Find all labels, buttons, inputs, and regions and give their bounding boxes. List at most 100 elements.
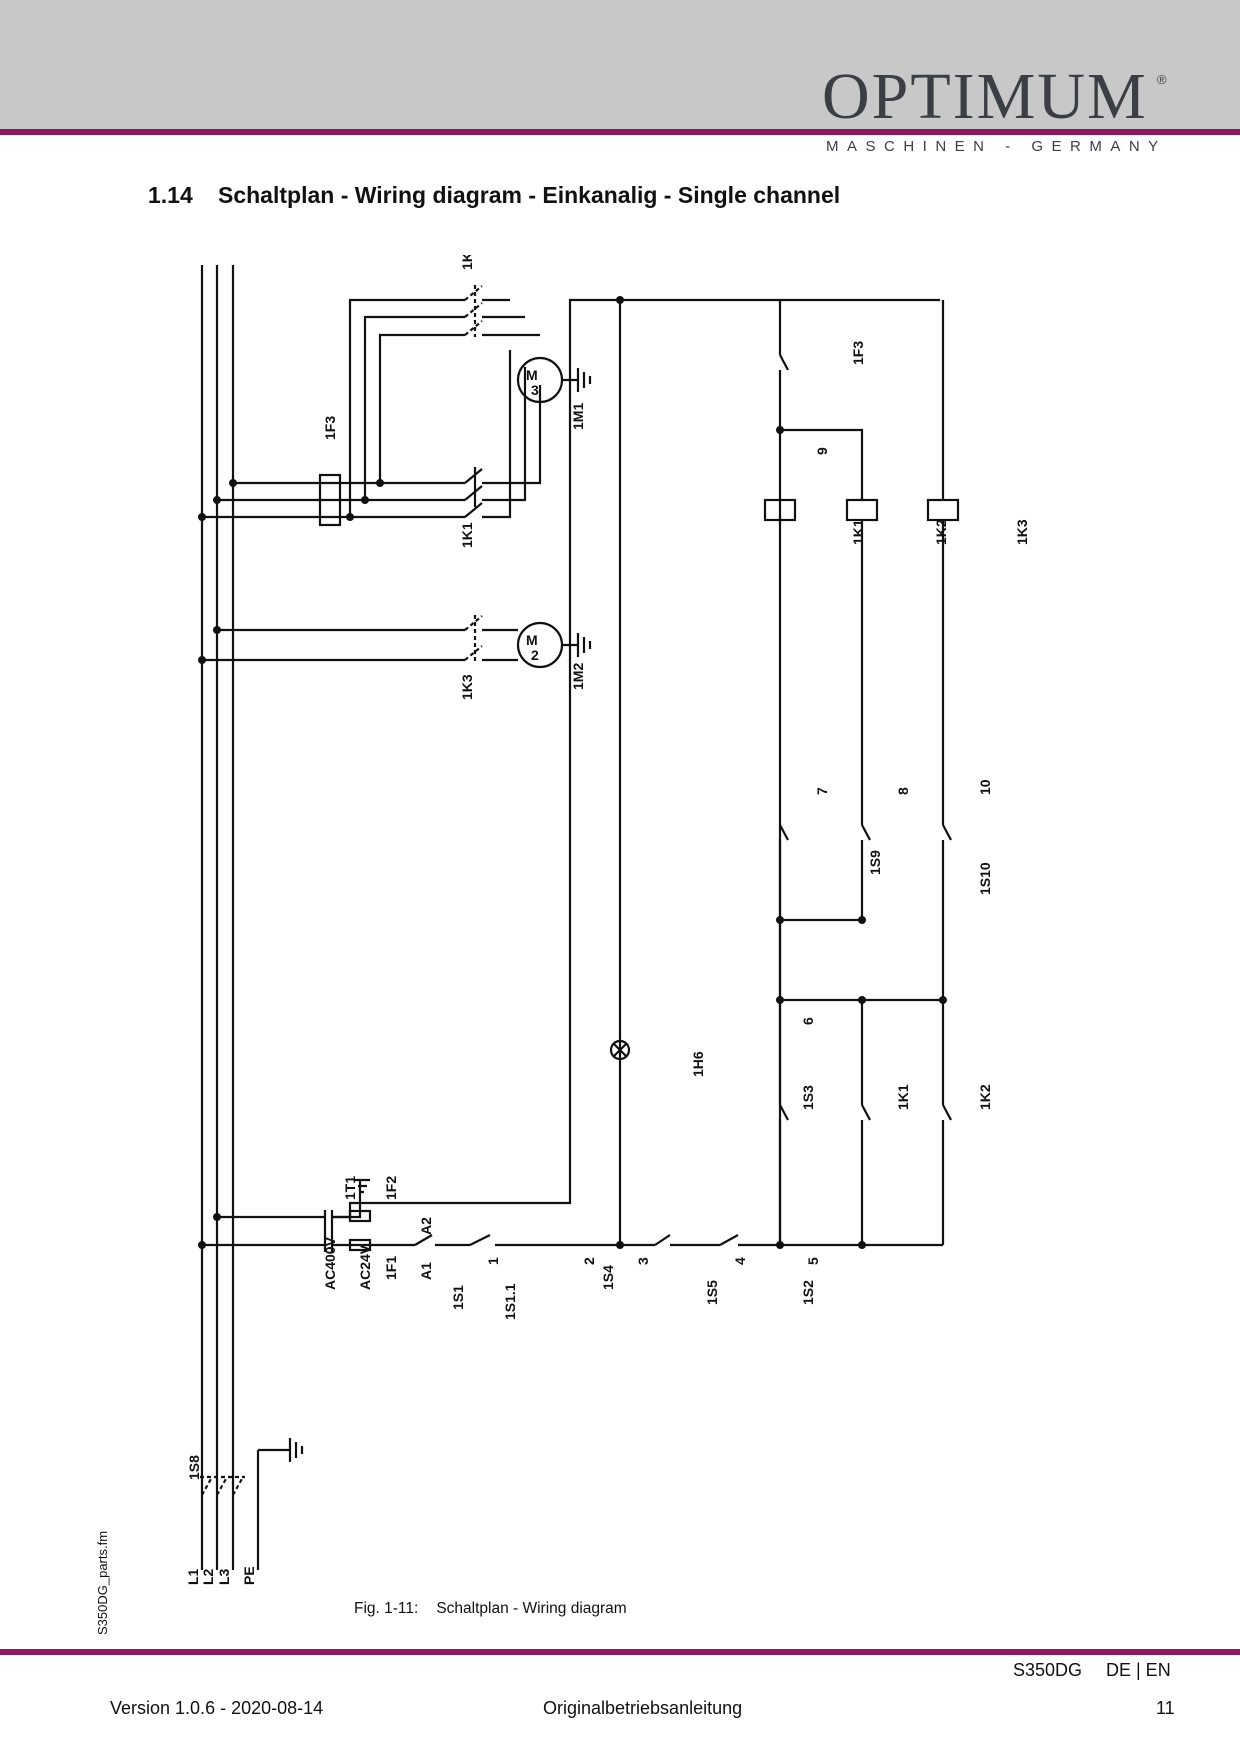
k2-out bbox=[482, 298, 540, 337]
footer-accent-rule bbox=[0, 1649, 1240, 1655]
label-motor-m2: M bbox=[526, 632, 538, 648]
wiring-diagram: 1K2 1F3 1K1 1M1 M 3 1K3 1M2 M 2 1F3 9 1K… bbox=[150, 244, 1080, 1605]
label-wire-8: 8 bbox=[895, 787, 911, 795]
label-1m1: 1M1 bbox=[570, 403, 586, 430]
lamp-1h6 bbox=[609, 1039, 631, 1061]
contact-1f3-ctrl bbox=[779, 354, 789, 371]
control-return bbox=[332, 298, 940, 1219]
label-wire-10: 10 bbox=[977, 779, 993, 795]
supply-lines bbox=[200, 265, 235, 1570]
label-m2-phases: 2 bbox=[531, 647, 539, 663]
transformer-ground bbox=[332, 1178, 370, 1219]
label-a1: A1 bbox=[418, 1262, 434, 1280]
brand-logo: OPTIMUM bbox=[822, 60, 1148, 133]
label-1f3-ctrl: 1F3 bbox=[850, 341, 866, 365]
label-node-4: 4 bbox=[732, 1257, 748, 1265]
label-1f1: 1F1 bbox=[383, 1256, 399, 1280]
label-coil-1k2: 1K2 bbox=[933, 519, 949, 545]
label-coil-1k3: 1K3 bbox=[1014, 519, 1030, 545]
figure-label: Fig. 1-11: bbox=[354, 1600, 419, 1617]
side-filename: S350DG_parts.fm bbox=[95, 1530, 110, 1635]
wiring-diagram-svg: 1K2 1F3 1K1 1M1 M 3 1K3 1M2 M 2 1F3 9 1K… bbox=[185, 244, 1030, 1585]
brand-tagline: MASCHINEN - GERMANY bbox=[826, 138, 1167, 155]
coil-rails bbox=[860, 520, 945, 825]
contactor-1k3 bbox=[464, 615, 483, 662]
label-1s9: 1S9 bbox=[867, 850, 883, 875]
label-coil-1k1: 1K1 bbox=[850, 519, 866, 545]
reversing-lines bbox=[348, 298, 465, 517]
label-ac24v: AC24V bbox=[357, 1244, 373, 1290]
label-wire-6: 6 bbox=[800, 1017, 816, 1025]
coil-links bbox=[780, 300, 945, 500]
overload-1f3 bbox=[318, 473, 342, 527]
section-number: 1.14 bbox=[148, 182, 193, 208]
coil-1k2 bbox=[845, 498, 879, 522]
label-aux-1k2: 1K2 bbox=[977, 1084, 993, 1110]
label-1s5: 1S5 bbox=[704, 1280, 720, 1305]
label-1k2: 1K2 bbox=[459, 255, 475, 270]
section-heading: 1.14 Schaltplan - Wiring diagram - Einkan… bbox=[148, 182, 840, 209]
hold-contacts bbox=[779, 1104, 952, 1121]
label-1s8: 1S8 bbox=[186, 1455, 202, 1480]
label-l3: L3 bbox=[216, 1568, 232, 1585]
pe-ground bbox=[258, 1438, 304, 1462]
m1-ground bbox=[562, 368, 592, 392]
label-node-1: 1 bbox=[485, 1257, 501, 1265]
footer-page-number: 11 bbox=[1156, 1698, 1175, 1718]
hold-rails bbox=[778, 1000, 945, 1245]
contactor-1k1 bbox=[464, 467, 483, 518]
label-1h6: 1H6 bbox=[690, 1051, 706, 1077]
label-node-5: 5 bbox=[805, 1257, 821, 1265]
transformer-feed bbox=[202, 1215, 325, 1247]
label-wire-7: 7 bbox=[814, 787, 830, 795]
contactor-1k2 bbox=[464, 285, 483, 337]
footer-model: S350DG bbox=[1013, 1660, 1083, 1680]
lamp-cross bbox=[612, 1042, 628, 1058]
m2-lines bbox=[482, 628, 518, 662]
label-node-2: 2 bbox=[581, 1257, 597, 1265]
label-1s10: 1S10 bbox=[977, 862, 993, 895]
m2-feed-lines bbox=[202, 628, 465, 662]
footer-document: Originalbetriebsanleitung bbox=[543, 1698, 743, 1718]
label-m1-phases: 3 bbox=[531, 382, 539, 398]
label-l1: L1 bbox=[185, 1568, 201, 1585]
label-1k3: 1K3 bbox=[459, 674, 475, 700]
label-1s1-1: 1S1.1 bbox=[502, 1283, 518, 1320]
label-ac400v: AC400V bbox=[322, 1236, 338, 1290]
label-node-3: 3 bbox=[635, 1257, 651, 1265]
section-title: Schaltplan - Wiring diagram - Einkanalig… bbox=[218, 182, 841, 208]
label-pe: PE bbox=[241, 1566, 257, 1585]
label-wire-9: 9 bbox=[814, 447, 830, 455]
motor-1m2 bbox=[516, 621, 564, 669]
label-1m2: 1M2 bbox=[570, 663, 586, 690]
label-1k1: 1K1 bbox=[459, 522, 475, 548]
footer-version: Version 1.0.6 - 2020-08-14 bbox=[110, 1698, 324, 1718]
footer-languages: DE | EN bbox=[1106, 1660, 1171, 1680]
fuse-1f2 bbox=[348, 1209, 372, 1223]
label-1f3-overload: 1F3 bbox=[322, 416, 338, 440]
main-switch-1s8 bbox=[200, 1475, 245, 1496]
m1-feed-lines bbox=[202, 481, 465, 519]
label-1s1: 1S1 bbox=[450, 1285, 466, 1310]
label-1f2: 1F2 bbox=[383, 1176, 399, 1200]
registered-mark: ® bbox=[1157, 72, 1167, 87]
m2-ground bbox=[562, 633, 592, 657]
figure-text: Schaltplan - Wiring diagram bbox=[436, 1600, 627, 1617]
m1-lines bbox=[482, 350, 542, 519]
label-1s2: 1S2 bbox=[800, 1280, 816, 1305]
series-switches bbox=[414, 1234, 739, 1246]
stop-contacts bbox=[779, 824, 952, 841]
label-1s4: 1S4 bbox=[600, 1265, 616, 1290]
header-band bbox=[0, 0, 1240, 130]
label-a2: A2 bbox=[418, 1217, 434, 1235]
coil-1k3 bbox=[926, 498, 960, 522]
safety-rails bbox=[778, 840, 945, 1105]
label-motor-m1: M bbox=[526, 367, 538, 383]
figure-caption: Fig. 1-11: Schaltplan - Wiring diagram bbox=[354, 1600, 627, 1618]
label-aux-1k1: 1K1 bbox=[895, 1084, 911, 1110]
label-l2: L2 bbox=[200, 1568, 216, 1585]
header-accent-rule bbox=[0, 129, 1240, 135]
label-1s3: 1S3 bbox=[800, 1085, 816, 1110]
coil-1k1 bbox=[763, 498, 797, 522]
label-1t1: 1T1 bbox=[342, 1176, 358, 1200]
